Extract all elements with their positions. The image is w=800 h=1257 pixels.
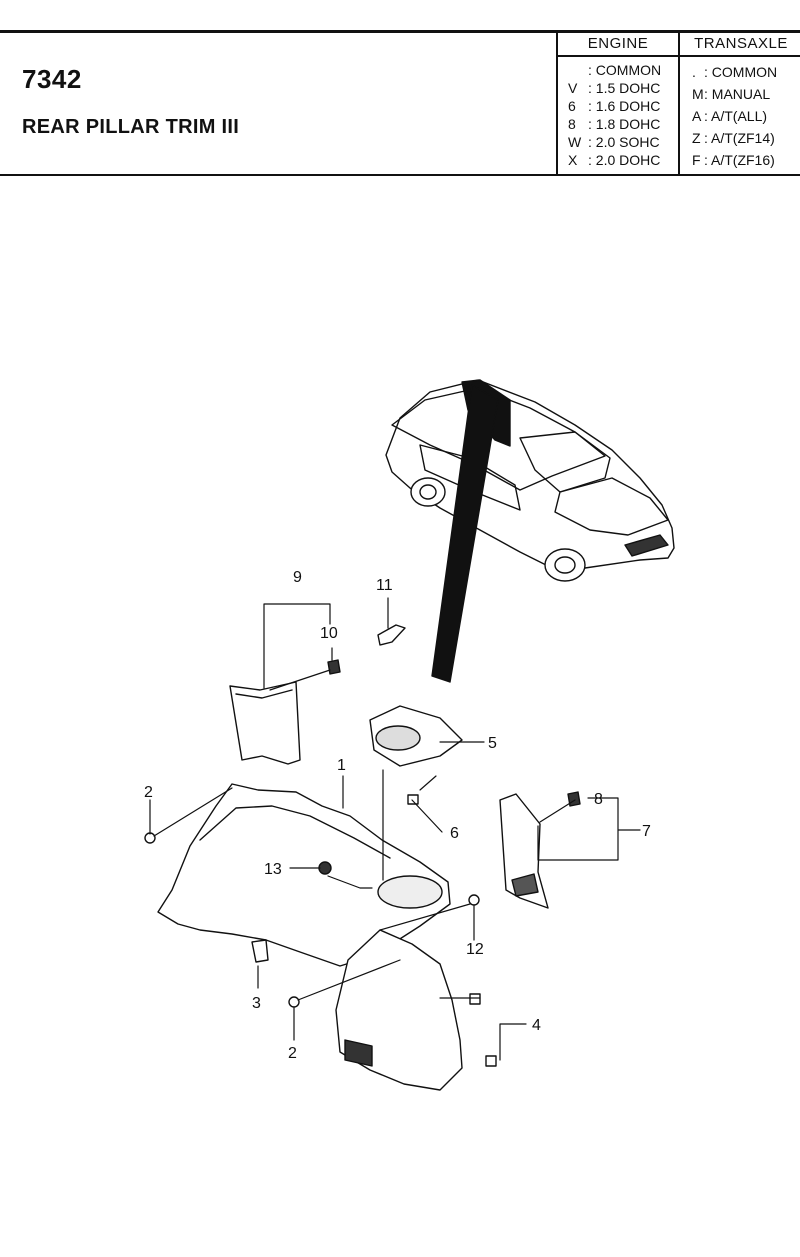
fastener-6 (407, 794, 419, 805)
leader-7 (537, 797, 641, 861)
car-illustration (385, 379, 675, 582)
engine-key: X (568, 152, 578, 168)
leader-4 (439, 997, 527, 1061)
transaxle-key: F (692, 152, 701, 168)
legend-table: ENGINE : COMMON V: 1.5 DOHC 6: 1.6 DOHC … (556, 33, 800, 174)
part-1-contour (199, 805, 391, 859)
transaxle-row: A: A/T(ALL) (680, 105, 800, 127)
transaxle-value: : MANUAL (704, 86, 771, 102)
engine-row: 6 : 1.6 DOHC (558, 97, 678, 115)
callout-2-lower: 2 (288, 1045, 297, 1062)
bottom-rule (0, 174, 800, 176)
engine-value: : COMMON (588, 62, 662, 78)
engine-value: : 2.0 SOHC (588, 134, 660, 150)
callout-9: 9 (293, 569, 302, 586)
part-4-lower-trim (335, 929, 463, 1091)
transaxle-heading: TRANSAXLE (680, 33, 800, 57)
transaxle-key: A (692, 108, 702, 124)
car-rear-wheel (410, 477, 446, 507)
callout-6: 6 (450, 825, 459, 842)
engine-row: 8 : 1.8 DOHC (558, 115, 678, 133)
car-grille (624, 534, 669, 557)
page-title: REAR PILLAR TRIM III (22, 116, 240, 138)
callout-5: 5 (488, 735, 497, 752)
car-front-wheel-hub (554, 556, 576, 574)
transaxle-row: M: MANUAL (680, 83, 800, 105)
engine-value: : 1.6 DOHC (588, 98, 661, 114)
leader-13 (289, 867, 373, 889)
part-upper-pillar-trim (229, 681, 301, 765)
transaxle-value: : A/T(ALL) (704, 108, 768, 124)
callout-8: 8 (594, 791, 603, 808)
parts-diagram: 1 2 2 3 4 5 6 7 8 9 10 11 12 13 (144, 379, 675, 1091)
part-code: 7342 (22, 64, 82, 94)
callout-12: 12 (466, 941, 484, 958)
car-hood (554, 477, 669, 536)
leader-8 (539, 799, 576, 823)
car-rear-wheel-hub (419, 484, 437, 500)
callout-3: 3 (252, 995, 261, 1012)
engine-value: : 1.8 DOHC (588, 116, 661, 132)
engine-row: W : 2.0 SOHC (558, 133, 678, 151)
header: 7342 REAR PILLAR TRIM III ENGINE : COMMO… (0, 0, 800, 180)
car-roof (391, 387, 606, 491)
part-4-recess (344, 1039, 373, 1067)
callout-7: 7 (642, 823, 651, 840)
callout-11: 11 (376, 577, 393, 594)
engine-row: X : 2.0 DOHC (558, 151, 678, 169)
callout-1: 1 (337, 757, 346, 774)
engine-value: : 2.0 DOHC (588, 152, 661, 168)
car-body (385, 379, 675, 573)
engine-heading: ENGINE (558, 33, 678, 57)
engine-value: : 1.5 DOHC (588, 80, 661, 96)
part-upper-pillar-fold (235, 689, 293, 699)
engine-column: ENGINE : COMMON V: 1.5 DOHC 6: 1.6 DOHC … (558, 33, 680, 174)
transaxle-key: M (692, 86, 704, 102)
car-windshield (519, 431, 611, 493)
engine-key: 8 (568, 116, 576, 132)
fastener-2-lower (288, 996, 300, 1008)
fastener-4-upper (469, 993, 481, 1005)
part-1-quarter-trim (157, 783, 451, 967)
part-5-speaker (375, 725, 421, 751)
fastener-12 (468, 894, 480, 906)
leader-6 (411, 775, 443, 833)
engine-key: 6 (568, 98, 576, 114)
leader-12 (379, 903, 475, 941)
callout-2-left: 2 (144, 784, 153, 801)
transaxle-row: F: A/T(ZF16) (680, 149, 800, 171)
callout-13: 13 (264, 861, 282, 878)
callout-10: 10 (320, 625, 338, 642)
leader-9 (263, 603, 331, 689)
leader-2-lower (293, 959, 401, 1041)
transaxle-key: Z (692, 130, 701, 146)
fastener-13 (318, 861, 332, 875)
callout-4: 4 (532, 1017, 541, 1034)
location-pointer (431, 384, 499, 683)
part-11-hook (377, 624, 406, 646)
engine-key: V (568, 80, 578, 96)
transaxle-value: : A/T(ZF14) (704, 130, 775, 146)
part-3-clip (251, 939, 269, 963)
part-1-speaker-well (377, 875, 443, 909)
transaxle-row: . : COMMON (680, 61, 800, 83)
engine-key: W (568, 134, 582, 150)
transaxle-row: Z: A/T(ZF14) (680, 127, 800, 149)
engine-row: V : 1.5 DOHC (558, 79, 678, 97)
transaxle-value: : COMMON (704, 64, 778, 80)
transaxle-value: : A/T(ZF16) (704, 152, 775, 168)
part-7-opening (511, 873, 539, 897)
top-rule (0, 30, 800, 33)
transaxle-key: . (692, 64, 696, 80)
engine-row: : COMMON (558, 61, 678, 79)
transaxle-column: TRANSAXLE . : COMMON M: MANUAL A: A/T(ALL… (680, 33, 800, 174)
car-front-wheel (544, 548, 586, 582)
leader-2-left (149, 787, 233, 837)
leader-10 (269, 647, 333, 691)
fastener-4-lower (485, 1055, 497, 1067)
part-10-clip (327, 659, 341, 675)
